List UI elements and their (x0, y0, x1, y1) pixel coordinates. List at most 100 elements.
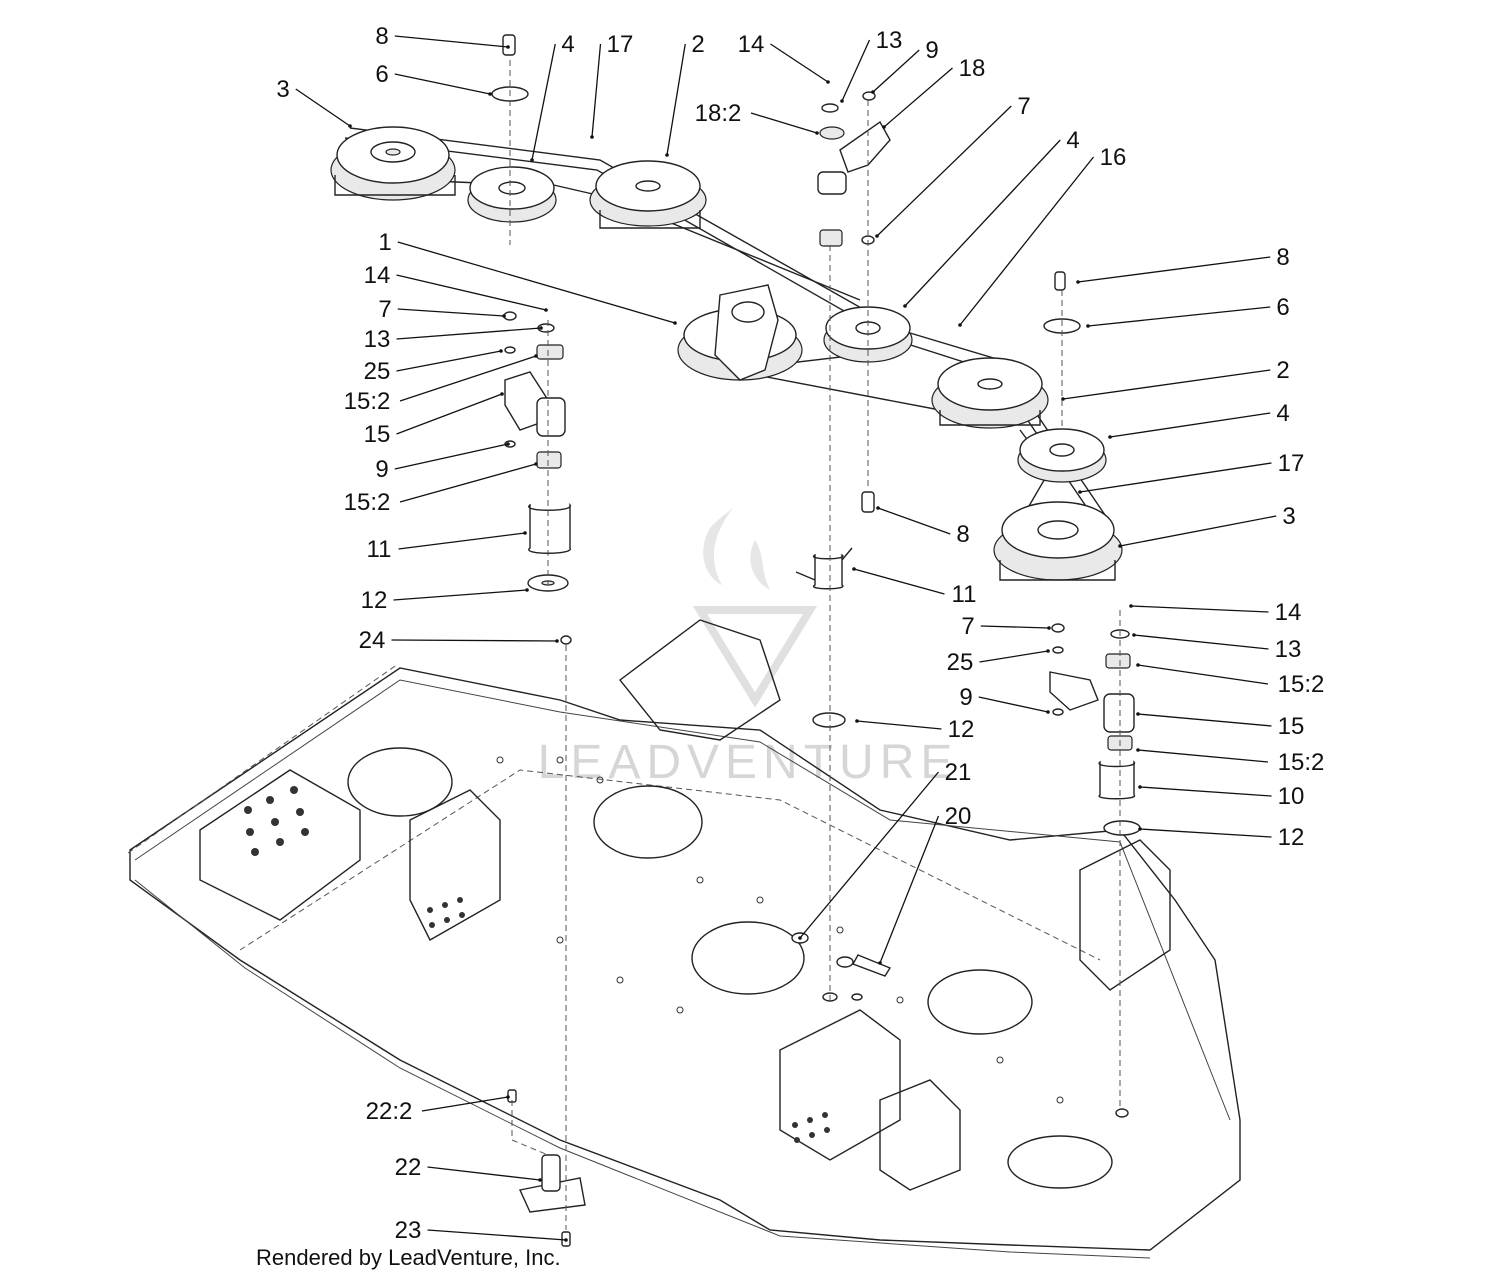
callout-number: 9 (925, 37, 938, 64)
leader-dot (1136, 663, 1140, 667)
leader-dot (1118, 544, 1122, 548)
callout-number: 21 (945, 759, 972, 786)
leader-dot (1136, 748, 1140, 752)
leader-dot (538, 1178, 542, 1182)
leader-dot (1061, 397, 1065, 401)
leader-dot (958, 323, 962, 327)
leader-dot (815, 131, 819, 135)
leader-line (396, 327, 542, 340)
leader-line (399, 463, 537, 503)
callout-number: 9 (959, 684, 972, 711)
leader-dot (1076, 280, 1080, 284)
leader-dot (1086, 324, 1090, 328)
callout: 14 (364, 262, 548, 312)
callout: 24 (359, 627, 559, 654)
leader-dot (871, 90, 875, 94)
callout-number: 4 (1066, 127, 1079, 154)
leader-dot (506, 1095, 510, 1099)
leader-line (396, 350, 502, 372)
callout: 14 (1129, 599, 1301, 626)
leader-line (856, 720, 942, 730)
callout-number: 15:2 (1278, 749, 1325, 776)
callout-number: 6 (1276, 294, 1289, 321)
leader-dot (673, 321, 677, 325)
leader-line (1079, 462, 1272, 493)
leader-line (1087, 306, 1271, 327)
leader-line (959, 156, 1095, 326)
callout-number: 7 (378, 296, 391, 323)
callout-number: 12 (948, 716, 975, 743)
leader-line (393, 589, 528, 601)
callout: 23 (395, 1217, 568, 1244)
axis-lines (509, 60, 1121, 1230)
leader-dot (852, 567, 856, 571)
callout: 18 (882, 55, 985, 129)
leader-dot (499, 349, 503, 353)
callout: 15 (364, 392, 504, 448)
callout: 6 (375, 61, 492, 96)
callout: 21 (798, 759, 971, 940)
leader-dot (1078, 490, 1082, 494)
credit-text: Rendered by LeadVenture, Inc. (256, 1245, 561, 1270)
leader-dot (1138, 827, 1142, 831)
callout: 8 (375, 23, 510, 50)
leader-line (531, 43, 556, 161)
callout: 3 (276, 76, 352, 128)
callout-number: 7 (961, 613, 974, 640)
idler-arm-right (1049, 653, 1141, 836)
leader-dot (1138, 785, 1142, 789)
callout-number: 10 (1278, 783, 1305, 810)
pulley-4-right (1017, 428, 1107, 483)
callout-number: 13 (876, 27, 903, 54)
leader-line (904, 139, 1061, 307)
pulley-3-right (993, 501, 1123, 581)
callout-number: 25 (364, 358, 391, 385)
leader-line (398, 532, 526, 550)
callout-number: 14 (1275, 599, 1302, 626)
callout: 15 (1136, 712, 1304, 740)
leader-dot (506, 442, 510, 446)
callout-number: 11 (367, 536, 392, 563)
leader-line (391, 639, 558, 642)
callout: 9 (871, 37, 939, 94)
callout: 2 (665, 31, 705, 157)
leader-dot (590, 135, 594, 139)
callout: 14 (738, 31, 830, 84)
pulley-3-left (330, 126, 456, 201)
callout: 22:2 (366, 1095, 510, 1125)
leader-line (1109, 412, 1271, 438)
pulley-2-left (589, 160, 707, 229)
callout: 4 (903, 127, 1080, 308)
callout: 4 (530, 31, 575, 162)
leader-dot (826, 80, 830, 84)
callout: 22 (395, 1154, 542, 1182)
leader-dot (502, 314, 506, 318)
leader-line (396, 393, 503, 435)
leader-line (853, 568, 945, 595)
callout: 13 (1132, 633, 1301, 663)
leader-dot (555, 639, 559, 643)
leader-dot (523, 531, 527, 535)
leader-line (1139, 828, 1272, 838)
leader-line (394, 443, 509, 470)
callout: 4 (1108, 400, 1290, 439)
leader-line (591, 43, 602, 138)
callout-number: 4 (1276, 400, 1289, 427)
callout-number: 7 (1017, 93, 1030, 120)
callout-number: 17 (1278, 450, 1305, 477)
leader-line (1062, 369, 1271, 400)
callout: 11 (367, 531, 527, 563)
callout-number: 20 (945, 803, 972, 830)
callout-number: 8 (375, 23, 388, 50)
leader-line (978, 696, 1049, 713)
leader-line (877, 507, 951, 535)
callout: 7 (961, 613, 1051, 640)
callout-number: 13 (364, 326, 391, 353)
leader-dot (544, 308, 548, 312)
leader-dot (534, 462, 538, 466)
leader-dot (903, 304, 907, 308)
leader-dot (564, 1238, 568, 1242)
watermark: LEADVENTURE (538, 505, 952, 789)
callout: 15:2 (1136, 748, 1324, 776)
